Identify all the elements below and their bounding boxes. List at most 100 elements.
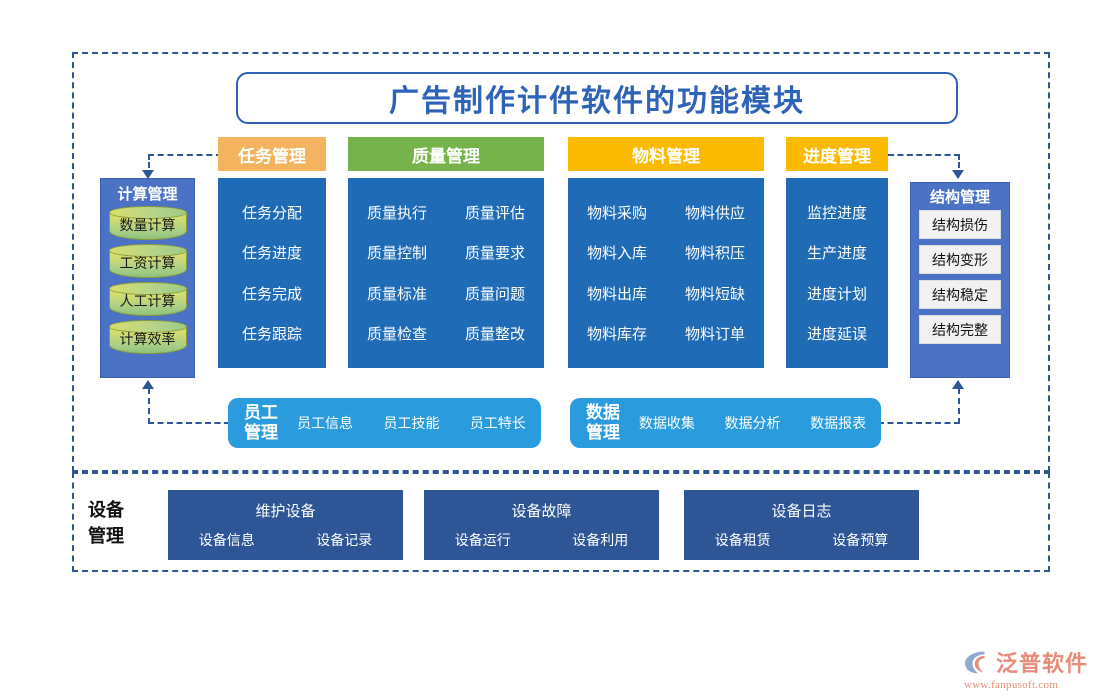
equipment-item[interactable]: 设备记录 <box>316 532 373 548</box>
panel-item[interactable]: 物料供应 <box>684 204 745 222</box>
data-item[interactable]: 数据收集 <box>638 415 695 431</box>
panel-row: 质量执行 质量评估 <box>348 202 544 223</box>
arrow-up-icon <box>142 380 154 389</box>
module-title: 计算管理 <box>117 186 178 203</box>
data-item[interactable]: 数据报表 <box>810 415 867 431</box>
panel-row: 任务跟踪 <box>218 323 326 344</box>
column-header-progress-management[interactable]: 进度管理 <box>786 137 888 171</box>
logo-row: 泛普软件 <box>962 646 1088 678</box>
cylinder-item[interactable]: 计算效率 <box>108 320 187 355</box>
equipment-card-title: 维护设备 <box>255 503 316 520</box>
upper-section-frame <box>72 52 1050 472</box>
panel-row: 质量标准 质量问题 <box>348 283 544 304</box>
cylinder-item[interactable]: 人工计算 <box>108 282 187 317</box>
panel-item[interactable]: 质量标准 <box>366 285 427 303</box>
panel-item[interactable]: 生产进度 <box>806 245 867 263</box>
equipment-item[interactable]: 设备利用 <box>572 532 629 548</box>
panel-item[interactable]: 质量评估 <box>464 204 525 222</box>
panel-item[interactable]: 质量要求 <box>464 245 525 263</box>
equipment-section-frame <box>72 472 1050 572</box>
panel-quality-management: 质量执行 质量评估 质量控制 质量要求 质量标准 质量问题 质量检查 质量整改 <box>348 178 544 368</box>
logo-url: www.fanpusoft.com <box>964 679 1059 691</box>
panel-item[interactable]: 进度延误 <box>806 326 867 344</box>
staff-item[interactable]: 员工技能 <box>383 415 440 431</box>
equipment-item[interactable]: 设备信息 <box>198 532 255 548</box>
cylinder-item[interactable]: 数量计算 <box>108 206 187 241</box>
connector-task-to-calc-horizontal <box>148 154 222 156</box>
equipment-item[interactable]: 设备运行 <box>454 532 511 548</box>
cylinder-top-icon <box>108 244 187 257</box>
panel-item[interactable]: 物料短缺 <box>684 285 745 303</box>
panel-item[interactable]: 质量整改 <box>464 326 525 344</box>
staff-item[interactable]: 员工信息 <box>297 415 354 431</box>
equipment-item[interactable]: 设备预算 <box>832 532 889 548</box>
column-header-material-management[interactable]: 物料管理 <box>568 137 764 171</box>
panel-item[interactable]: 质量执行 <box>366 204 427 222</box>
connector-progress-to-struct-vertical <box>958 154 960 176</box>
equipment-label-line-2: 管理 <box>88 526 124 546</box>
panel-row: 物料出库 物料短缺 <box>568 283 764 304</box>
module-staff-management[interactable]: 员工 管理 员工信息 员工技能 员工特长 <box>228 398 541 448</box>
panel-item[interactable]: 进度计划 <box>806 285 867 303</box>
module-items: 员工信息 员工技能 员工特长 <box>282 413 541 433</box>
arrow-down-icon <box>142 170 154 179</box>
panel-item[interactable]: 物料积压 <box>684 245 745 263</box>
equipment-card-title: 设备日志 <box>771 503 832 520</box>
module-calculation-management[interactable]: 计算管理 数量计算 工资计算 人工计算 计算效率 <box>100 178 195 378</box>
module-title-line-2: 管理 <box>586 423 620 442</box>
panel-item[interactable]: 任务进度 <box>241 245 302 263</box>
arrow-up-icon <box>952 380 964 389</box>
module-title: 数据 管理 <box>582 403 624 443</box>
company-logo: 泛普软件 www.fanpusoft.com <box>962 646 1088 691</box>
panel-row: 质量检查 质量整改 <box>348 323 544 344</box>
connector-data-to-struct-vertical <box>958 388 960 424</box>
panel-row: 进度计划 <box>786 283 888 304</box>
module-data-management[interactable]: 数据 管理 数据收集 数据分析 数据报表 <box>570 398 881 448</box>
panel-item[interactable]: 物料采购 <box>586 204 647 222</box>
equipment-item[interactable]: 设备租赁 <box>714 532 771 548</box>
equipment-card-items: 设备信息 设备记录 <box>168 530 403 550</box>
equipment-card-maintenance[interactable]: 维护设备 设备信息 设备记录 <box>168 490 403 560</box>
panel-item[interactable]: 质量问题 <box>464 285 525 303</box>
cylinder-top-icon <box>108 320 187 333</box>
panel-task-management: 任务分配 任务进度 任务完成 任务跟踪 <box>218 178 326 368</box>
panel-item[interactable]: 物料入库 <box>586 245 647 263</box>
cylinder-label: 数量计算 <box>119 217 176 233</box>
panel-row: 物料入库 物料积压 <box>568 242 764 263</box>
structure-item[interactable]: 结构稳定 <box>919 280 1001 309</box>
data-item[interactable]: 数据分析 <box>724 415 781 431</box>
panel-item[interactable]: 物料出库 <box>586 285 647 303</box>
structure-item[interactable]: 结构完整 <box>919 315 1001 344</box>
staff-item[interactable]: 员工特长 <box>469 415 526 431</box>
equipment-label-line-1: 设备 <box>88 500 124 520</box>
equipment-section-label: 设备 管理 <box>88 492 158 554</box>
arrow-down-icon <box>952 170 964 179</box>
panel-item[interactable]: 物料库存 <box>586 326 647 344</box>
structure-item[interactable]: 结构变形 <box>919 245 1001 274</box>
page-title: 广告制作计件软件的功能模块 <box>389 85 805 118</box>
module-title: 员工 管理 <box>240 403 282 443</box>
cylinder-item[interactable]: 工资计算 <box>108 244 187 279</box>
column-header-quality-management[interactable]: 质量管理 <box>348 137 544 171</box>
equipment-card-items: 设备租赁 设备预算 <box>684 530 919 550</box>
module-structure-management[interactable]: 结构管理 结构损伤 结构变形 结构稳定 结构完整 <box>910 182 1010 378</box>
panel-item[interactable]: 物料订单 <box>684 326 745 344</box>
panel-item[interactable]: 质量控制 <box>366 245 427 263</box>
structure-item[interactable]: 结构损伤 <box>919 210 1001 239</box>
panel-item[interactable]: 任务跟踪 <box>241 326 302 344</box>
module-title: 结构管理 <box>929 189 990 206</box>
equipment-card-log[interactable]: 设备日志 设备租赁 设备预算 <box>684 490 919 560</box>
connector-staff-to-calc-vertical <box>148 388 150 424</box>
panel-row: 质量控制 质量要求 <box>348 242 544 263</box>
connector-data-to-struct-horizontal <box>878 422 960 424</box>
panel-item[interactable]: 质量检查 <box>366 326 427 344</box>
equipment-card-fault[interactable]: 设备故障 设备运行 设备利用 <box>424 490 659 560</box>
panel-item[interactable]: 任务完成 <box>241 285 302 303</box>
module-title-line-1: 数据 <box>586 403 620 422</box>
panel-item[interactable]: 任务分配 <box>241 204 302 222</box>
panel-item[interactable]: 监控进度 <box>806 204 867 222</box>
diagram-title-box: 广告制作计件软件的功能模块 <box>236 72 958 124</box>
module-title-line-2: 管理 <box>244 423 278 442</box>
column-header-task-management[interactable]: 任务管理 <box>218 137 326 171</box>
